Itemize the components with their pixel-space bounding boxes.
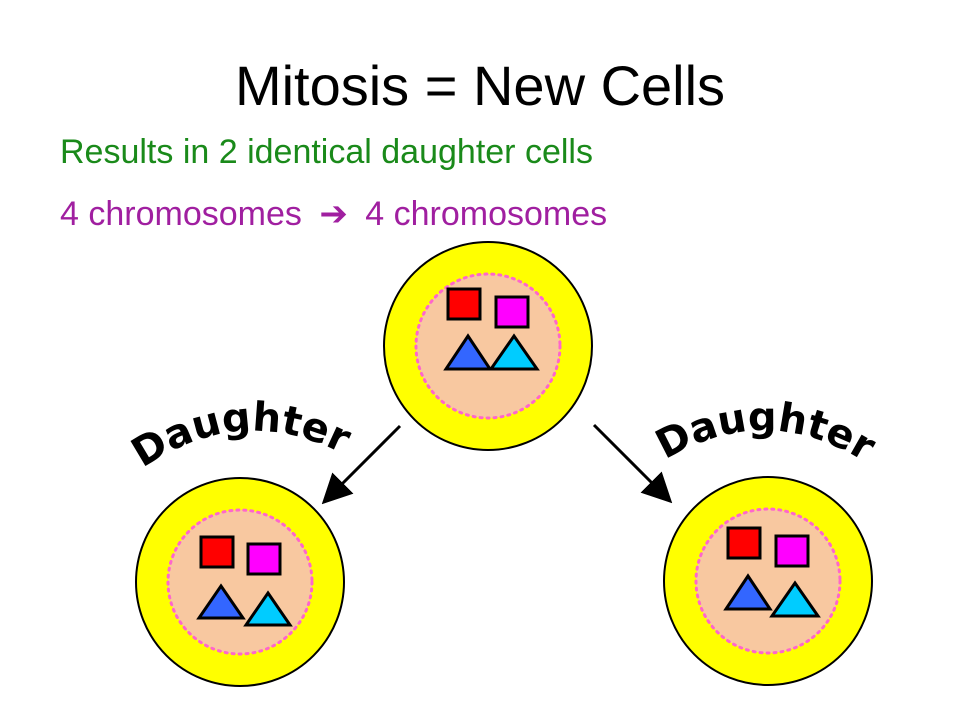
right-blue-chromosome: [723, 573, 773, 611]
daughter-label-right: Daughter: [648, 394, 883, 470]
bullet-chromosome-count: 4 chromosomes ➔ 4 chromosomes: [60, 192, 607, 236]
right-red-chromosome: [726, 526, 762, 560]
arrow-to-left-daughter: [321, 424, 402, 505]
left-red-chromosome: [199, 535, 235, 569]
right-arrow-icon: ➔: [319, 195, 348, 233]
daughter-label-left: Daughter: [124, 394, 358, 476]
parent-cell: [383, 241, 593, 451]
parent-cyan-chromosome: [488, 333, 540, 371]
left-blue-chromosome: [196, 583, 246, 620]
daughter-label-left-text: Daughter: [123, 394, 358, 478]
parent-red-chromosome: [446, 287, 482, 321]
right-magenta-chromosome: [774, 534, 810, 568]
parent-magenta-chromosome: [494, 295, 530, 329]
daughter-label-right-text: Daughter: [648, 394, 884, 472]
bullet-identical-cells: Results in 2 identical daughter cells: [60, 130, 593, 174]
chromosome-count-before: 4 chromosomes: [60, 195, 302, 233]
bullet-identical-cells-text: Results in 2 identical daughter cells: [60, 133, 593, 171]
right-cyan-chromosome: [769, 580, 821, 618]
left-daughter-nucleus: [166, 508, 314, 656]
parent-blue-chromosome: [443, 333, 493, 371]
slide-title: Mitosis = New Cells: [234, 54, 726, 117]
parent-nucleus: [414, 272, 562, 420]
left-daughter-cell: [135, 477, 345, 687]
left-cyan-chromosome: [243, 590, 293, 627]
right-daughter-nucleus: [694, 507, 842, 655]
right-daughter-cell: [663, 476, 873, 686]
chromosome-count-after: 4 chromosomes: [365, 195, 608, 233]
arrow-to-right-daughter: [592, 423, 673, 504]
left-magenta-chromosome: [246, 542, 282, 576]
